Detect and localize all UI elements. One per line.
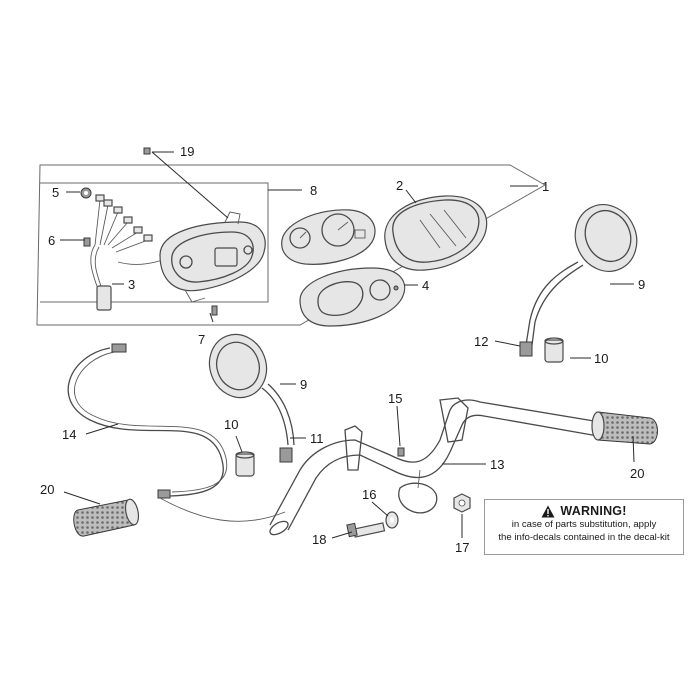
locking-nut — [453, 493, 471, 513]
callout-13: 13 — [490, 457, 504, 472]
callout-20-right: 20 — [630, 466, 644, 481]
handlebar-screw — [397, 447, 405, 457]
mirror-spacer-left — [235, 451, 255, 477]
clamp-bolt — [346, 522, 386, 538]
small-screw — [83, 237, 91, 247]
warning-notice: WARNING! in case of parts substitution, … — [484, 499, 684, 555]
callout-5: 5 — [52, 185, 59, 200]
long-screw — [143, 147, 151, 155]
callout-7: 7 — [198, 332, 205, 347]
housing-screw — [211, 305, 218, 316]
right-grip — [591, 411, 658, 445]
instrument-glass — [384, 195, 488, 271]
washer — [385, 511, 399, 529]
callout-3: 3 — [128, 277, 135, 292]
callout-2: 2 — [396, 178, 403, 193]
handlebar — [269, 397, 601, 536]
left-mirror — [208, 333, 295, 463]
callout-17: 17 — [455, 540, 469, 555]
dashboard-housing — [159, 211, 266, 303]
callout-numbers: 19 8 1 2 5 6 3 4 7 9 12 10 14 9 10 11 15… — [40, 144, 645, 555]
callout-16: 16 — [362, 487, 376, 502]
warning-triangle-icon — [541, 505, 555, 517]
callout-4: 4 — [422, 278, 429, 293]
callout-11: 11 — [310, 431, 324, 446]
callout-9-right: 9 — [638, 277, 645, 292]
callout-9-left: 9 — [300, 377, 307, 392]
leader-lines — [60, 151, 635, 539]
callout-1: 1 — [542, 179, 549, 194]
assembly-frame-inner — [40, 182, 269, 303]
wiring-harness — [90, 194, 176, 311]
callout-12: 12 — [474, 334, 488, 349]
callout-8: 8 — [310, 183, 317, 198]
callout-15: 15 — [388, 391, 402, 406]
warning-title-row: WARNING! — [485, 504, 683, 518]
warning-title: WARNING! — [560, 504, 627, 518]
callout-10-left: 10 — [224, 417, 238, 432]
warning-text-line-2: the info-decals contained in the decal-k… — [498, 532, 670, 543]
callout-19: 19 — [180, 144, 194, 159]
callout-18: 18 — [312, 532, 326, 547]
warning-text-line-1: in case of parts substitution, apply — [511, 519, 657, 530]
callout-20-left: 20 — [40, 482, 54, 497]
throttle-cable — [67, 343, 286, 522]
mirror-spacer-right — [544, 337, 564, 363]
right-mirror — [519, 204, 638, 357]
instrument-dial — [281, 209, 376, 265]
callout-10-right: 10 — [594, 351, 608, 366]
left-grip — [73, 498, 140, 537]
callout-14: 14 — [62, 427, 76, 442]
callout-6: 6 — [48, 233, 55, 248]
dial-cover-ring — [299, 267, 406, 327]
small-nut — [80, 187, 92, 199]
